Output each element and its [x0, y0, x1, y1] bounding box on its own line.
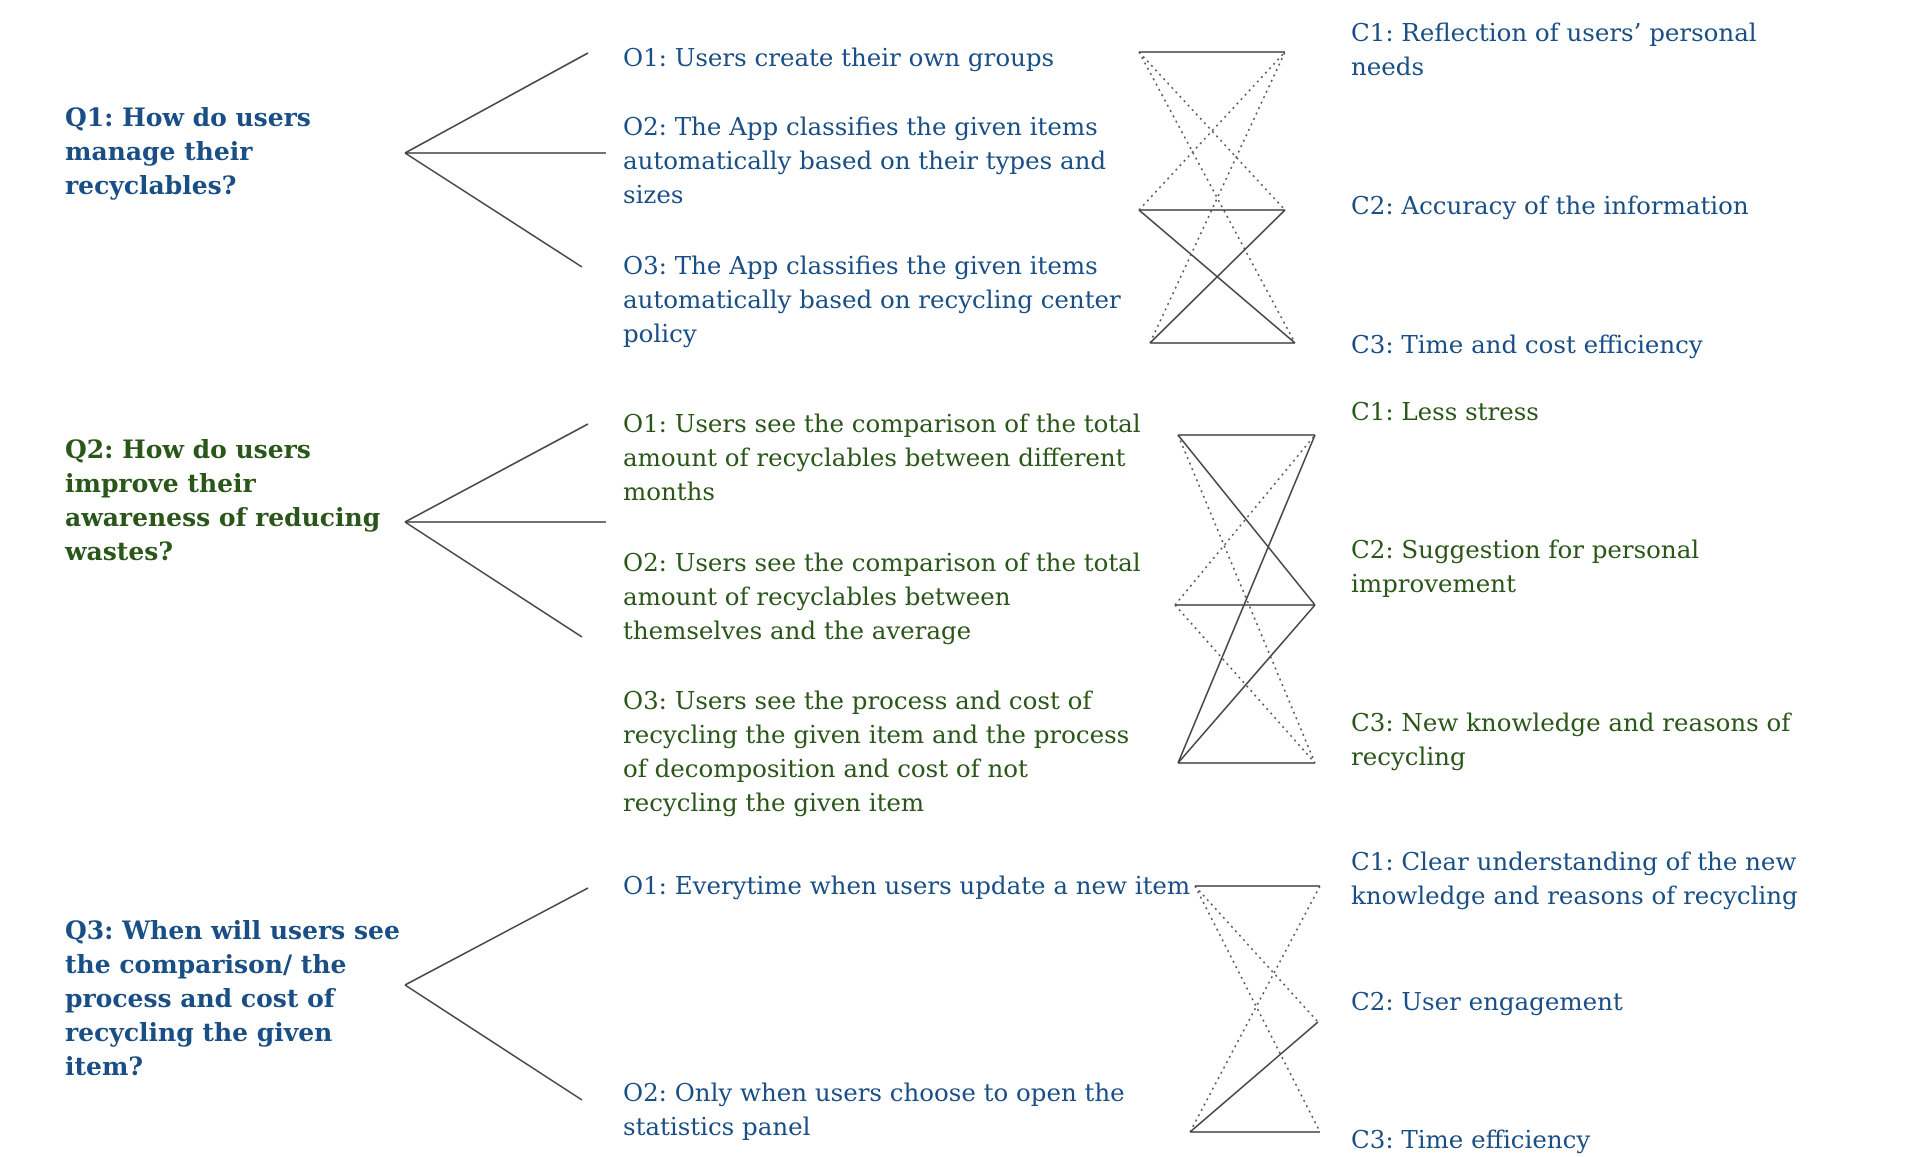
- q1-criterion-c1: C1: Reflection of users’ personal needs: [1351, 18, 1757, 81]
- q3-question: Q3: When will users see the comparison/ …: [65, 916, 400, 1081]
- q1-branch-o3: [404, 152, 583, 268]
- q2-criterion-c1: C1: Less stress: [1351, 397, 1539, 426]
- q1-option-o2: O2: The App classifies the given items a…: [623, 112, 1107, 209]
- q2-links: [1174, 434, 1316, 764]
- q2-option-o2: O2: Users see the comparison of the tota…: [623, 548, 1141, 645]
- q3-links: [1189, 885, 1321, 1133]
- q2-link-o2-c1: [1174, 434, 1316, 606]
- q2-link-o2-c3: [1174, 604, 1316, 764]
- q1-link-o1-c3: [1138, 51, 1296, 344]
- q3-link-o1-c3: [1194, 885, 1321, 1133]
- q1-branch-o1: [404, 52, 589, 154]
- q3-link-o2-c1: [1189, 885, 1321, 1133]
- q1-criterion-c2: C2: Accuracy of the information: [1351, 191, 1749, 220]
- q2-branch-o3: [404, 521, 583, 638]
- q1-link-o3-c1: [1149, 51, 1286, 344]
- q3-option-o1: O1: Everytime when users update a new it…: [623, 871, 1191, 900]
- q2-option-o1: O1: Users see the comparison of the tota…: [623, 409, 1141, 506]
- q2-question: Q2: How do users improve their awareness…: [65, 435, 381, 566]
- q2-branches: [404, 423, 606, 638]
- q1-criterion-c3: C3: Time and cost efficiency: [1351, 330, 1703, 359]
- q3-criterion-c3: C3: Time efficiency: [1351, 1125, 1591, 1154]
- q2-link-o3-c2: [1177, 604, 1316, 764]
- q2-branch-o1: [404, 423, 589, 523]
- q1-question: Q1: How do users manage their recyclable…: [65, 103, 311, 200]
- q1-option-o1: O1: Users create their own groups: [623, 43, 1055, 72]
- q1-branches: [404, 52, 606, 268]
- q3-criterion-c2: C2: User engagement: [1351, 987, 1623, 1016]
- q1-option-o3: O3: The App classifies the given items a…: [623, 251, 1121, 348]
- q1-link-o1-c2: [1138, 51, 1286, 211]
- q1-links: [1138, 51, 1296, 344]
- q3-criterion-c1: C1: Clear understanding of the new knowl…: [1351, 847, 1798, 910]
- q2-link-o1-c2: [1177, 434, 1316, 606]
- q2-criterion-c2: C2: Suggestion for personal improvement: [1351, 535, 1700, 598]
- q2-option-o3: O3: Users see the process and cost of re…: [623, 686, 1130, 817]
- q3-branch-o1: [404, 887, 589, 986]
- q2-criterion-c3: C3: New knowledge and reasons of recycli…: [1351, 708, 1791, 771]
- q3-option-o2: O2: Only when users choose to open the s…: [623, 1078, 1125, 1141]
- q2-link-o3-c1: [1177, 434, 1316, 764]
- q1-link-o3-c2: [1149, 209, 1286, 344]
- q1-link-o2-c1: [1138, 51, 1286, 211]
- q3-branches: [404, 887, 589, 1101]
- q3-branch-o2: [404, 984, 583, 1101]
- q3-link-o1-c2: [1194, 885, 1319, 1023]
- q3-link-o2-c2: [1189, 1021, 1319, 1133]
